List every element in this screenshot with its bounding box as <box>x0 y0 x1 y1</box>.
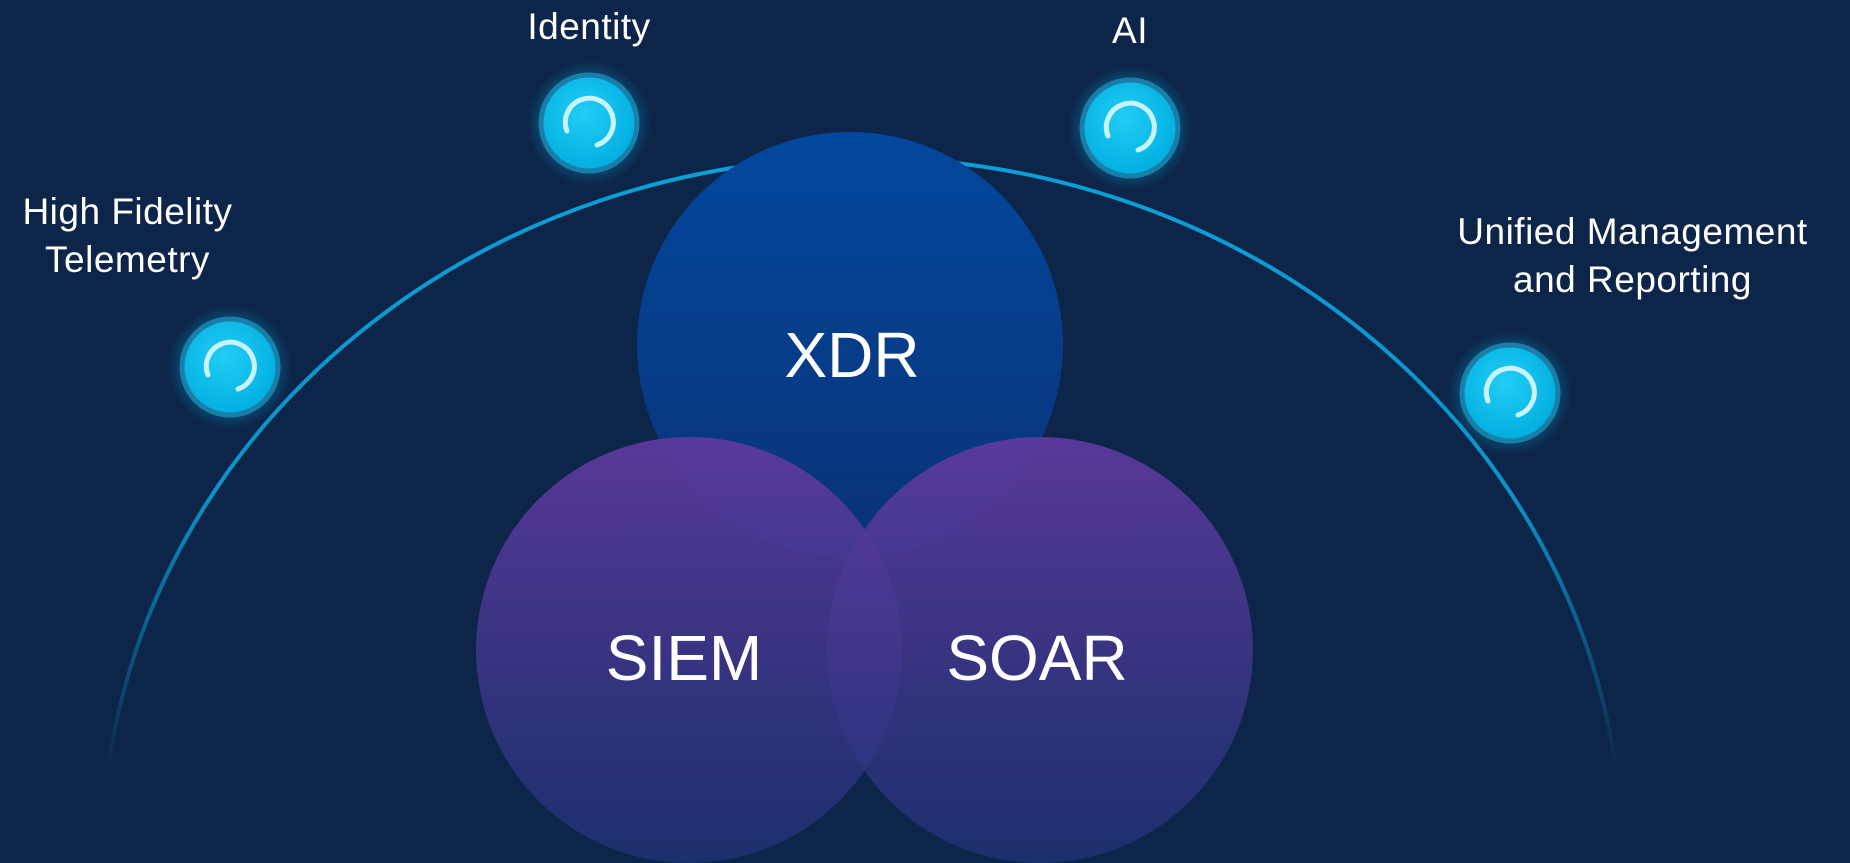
siem-label: SIEM <box>605 622 763 694</box>
soar-label: SOAR <box>946 622 1128 694</box>
ring-node-icon <box>168 305 292 429</box>
node-label-line: and Reporting <box>1513 259 1752 300</box>
soar-circle <box>827 437 1253 863</box>
node-label-line: High Fidelity <box>22 191 233 232</box>
node-label-line: Unified Management <box>1457 211 1808 252</box>
siem-circle <box>476 437 902 863</box>
node-label-line: AI <box>1112 10 1148 51</box>
node-label-line: Telemetry <box>45 239 210 280</box>
ring-node-icon <box>1448 331 1572 455</box>
node-label-line: Identity <box>527 6 651 47</box>
node-label-ai: AI <box>1060 7 1200 55</box>
node-label-high-fidelity-telemetry: High Fidelity Telemetry <box>5 188 250 284</box>
xdr-label: XDR <box>784 319 920 391</box>
ring-node-icon <box>527 61 651 185</box>
node-label-unified-management: Unified Management and Reporting <box>1420 208 1845 304</box>
ring-node-icon <box>1068 66 1192 190</box>
node-label-identity: Identity <box>489 3 689 51</box>
